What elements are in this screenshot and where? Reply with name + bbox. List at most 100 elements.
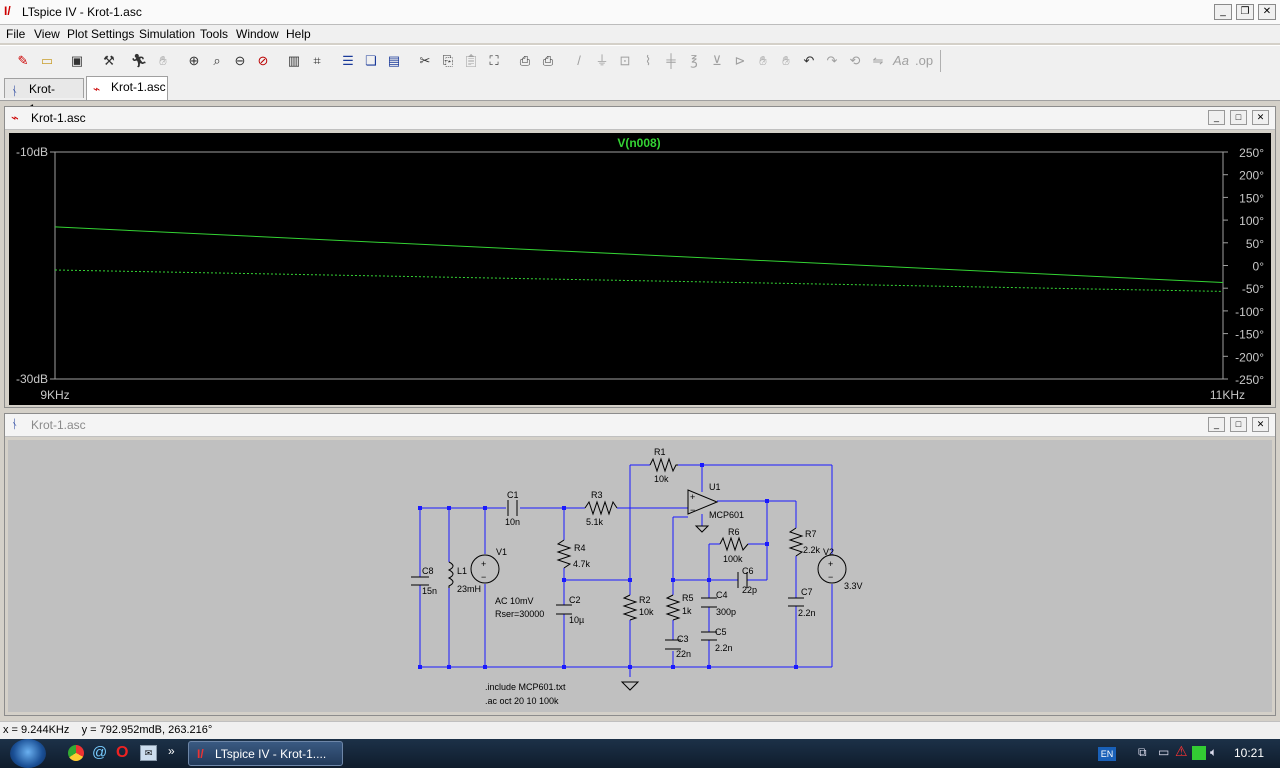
- zoom-in-icon[interactable]: ⊕: [188, 53, 200, 68]
- label-icon[interactable]: ⊡: [619, 53, 631, 68]
- tile-vertical-icon[interactable]: ▤: [387, 53, 401, 68]
- label-c3-value: 22n: [676, 649, 691, 659]
- resistor-icon[interactable]: ⌇: [644, 53, 652, 68]
- source-v1: [470, 554, 500, 584]
- minimize-button[interactable]: _: [1214, 4, 1232, 20]
- component-icon[interactable]: ⊳: [734, 53, 746, 68]
- close-button[interactable]: ✕: [1258, 4, 1276, 20]
- zoom-area-icon[interactable]: ⌕: [213, 53, 221, 68]
- trace-title[interactable]: V(n008): [617, 136, 660, 150]
- schematic-icon: ᚾ: [11, 417, 19, 431]
- wire-icon[interactable]: /: [577, 53, 581, 68]
- find-icon[interactable]: ⛶: [489, 53, 499, 68]
- tile-horizontal-icon[interactable]: ☰: [342, 53, 354, 68]
- pan-icon[interactable]: ✋︎: [159, 53, 167, 68]
- menu-window[interactable]: Window: [236, 27, 279, 41]
- opamp-u1: [687, 489, 719, 515]
- menu-plot-settings[interactable]: Plot Settings: [67, 27, 135, 41]
- right-tick-label: -100°: [1235, 305, 1264, 319]
- more-chevron-icon[interactable]: »: [168, 744, 175, 758]
- label-c1: C1: [507, 490, 519, 500]
- start-button[interactable]: [10, 739, 46, 768]
- mail-icon[interactable]: @: [92, 744, 108, 761]
- print-setup-icon[interactable]: ⎙: [519, 53, 531, 68]
- label-r2: R2: [639, 595, 651, 605]
- resistor-r4: [556, 539, 572, 569]
- mirror-icon[interactable]: ⇋: [872, 53, 884, 68]
- diode-icon[interactable]: ⊻: [712, 53, 722, 68]
- tab-waveform[interactable]: ⌁ Krot-1.asc: [86, 76, 168, 100]
- magnitude-trace[interactable]: [54, 226, 1224, 283]
- label-r7: R7: [805, 529, 817, 539]
- schematic-close-button[interactable]: ✕: [1252, 417, 1269, 432]
- cut-icon[interactable]: ✂: [419, 53, 431, 68]
- waveform-plot[interactable]: V(n008) -10dB-30dB 250°200°150°100°50°0°…: [9, 133, 1271, 405]
- restore-button[interactable]: ❐: [1236, 4, 1254, 20]
- right-tick-label: 200°: [1239, 169, 1264, 183]
- schematic-minimize-button[interactable]: _: [1208, 417, 1225, 432]
- save-icon[interactable]: ▣: [70, 53, 84, 68]
- menu-view[interactable]: View: [34, 27, 60, 41]
- schematic-icon: ᚾ: [11, 84, 19, 98]
- plot-window-title: Krot-1.asc: [31, 111, 86, 125]
- text-icon[interactable]: Aa: [893, 53, 909, 68]
- zoom-out-icon[interactable]: ⊖: [234, 53, 246, 68]
- plot-minimize-button[interactable]: _: [1208, 110, 1225, 125]
- label-c1-value: 10n: [505, 517, 520, 527]
- new-schematic-icon[interactable]: ✎: [17, 53, 29, 68]
- menu-file[interactable]: File: [6, 27, 26, 41]
- explorer-icon[interactable]: ✉: [140, 745, 157, 761]
- drag-icon[interactable]: ✋︎: [782, 53, 790, 68]
- source-polarity: + − + − + −: [481, 492, 833, 582]
- redo-icon[interactable]: ↷: [826, 53, 838, 68]
- menu-bar: File View Plot Settings Simulation Tools…: [0, 25, 1280, 43]
- menu-help[interactable]: Help: [286, 27, 311, 41]
- label-r3: R3: [591, 490, 603, 500]
- label-l1: L1: [457, 566, 467, 576]
- task-ltspice[interactable]: Ɩ/ LTspice IV - Krot-1....: [188, 741, 343, 766]
- mark-cursor-icon[interactable]: ⌗: [313, 53, 321, 68]
- label-c8-value: 15n: [422, 586, 437, 596]
- ground-icon[interactable]: ⏚: [595, 53, 609, 68]
- ground-icon: [620, 681, 640, 691]
- move-icon[interactable]: ✋︎: [759, 53, 767, 68]
- label-c2-value: 10µ: [569, 615, 584, 625]
- warning-icon[interactable]: ⚠: [1175, 743, 1188, 759]
- volume-icon[interactable]: 🔈︎: [1210, 745, 1218, 759]
- zoom-cancel-icon[interactable]: ⊘: [257, 53, 269, 68]
- label-c5: C5: [715, 627, 727, 637]
- display-icon[interactable]: ▭: [1158, 745, 1170, 759]
- opera-icon[interactable]: O: [116, 744, 129, 761]
- plot-window-titlebar: ⌁ Krot-1.asc _ □ ✕: [5, 107, 1275, 130]
- menu-tools[interactable]: Tools: [200, 27, 229, 41]
- capacitor-icon[interactable]: ╪: [666, 53, 676, 68]
- cascade-icon[interactable]: ❏: [365, 53, 377, 68]
- autorange-icon[interactable]: ▥: [287, 53, 301, 68]
- left-axis-ticks: -10dB-30dB: [16, 145, 55, 386]
- spice-directive-icon[interactable]: .op: [915, 53, 934, 68]
- plot-close-button[interactable]: ✕: [1252, 110, 1269, 125]
- open-icon[interactable]: ▭: [40, 53, 54, 68]
- label-r4: R4: [574, 543, 586, 553]
- phase-trace[interactable]: [54, 269, 1224, 292]
- chrome-icon[interactable]: [68, 745, 84, 761]
- control-panel-icon[interactable]: ⚒: [103, 53, 115, 68]
- paste-icon[interactable]: 📋︎: [462, 53, 480, 68]
- network-icon[interactable]: ⧉: [1138, 745, 1147, 759]
- tab-schematic[interactable]: ᚾ Krot-1.asc: [4, 78, 84, 116]
- svg-text:+: +: [828, 559, 833, 569]
- schematic-canvas[interactable]: + − + − + − R1 10k C1 10n R3 5.1k: [8, 440, 1272, 712]
- clock[interactable]: 10:21: [1234, 746, 1265, 760]
- copy-icon[interactable]: ⎘: [442, 53, 454, 68]
- print-icon[interactable]: ⎙: [542, 53, 554, 68]
- schematic-maximize-button[interactable]: □: [1230, 417, 1247, 432]
- menu-simulation[interactable]: Simulation: [139, 27, 196, 41]
- undo-icon[interactable]: ↶: [803, 53, 815, 68]
- status-green-icon[interactable]: [1192, 746, 1206, 760]
- run-icon[interactable]: 🏃︎: [130, 53, 148, 68]
- language-indicator[interactable]: EN: [1098, 747, 1116, 761]
- plot-maximize-button[interactable]: □: [1230, 110, 1247, 125]
- ground-icon: [694, 525, 710, 533]
- rotate-icon[interactable]: ⟲: [849, 53, 861, 68]
- inductor-icon[interactable]: ℥: [690, 53, 698, 68]
